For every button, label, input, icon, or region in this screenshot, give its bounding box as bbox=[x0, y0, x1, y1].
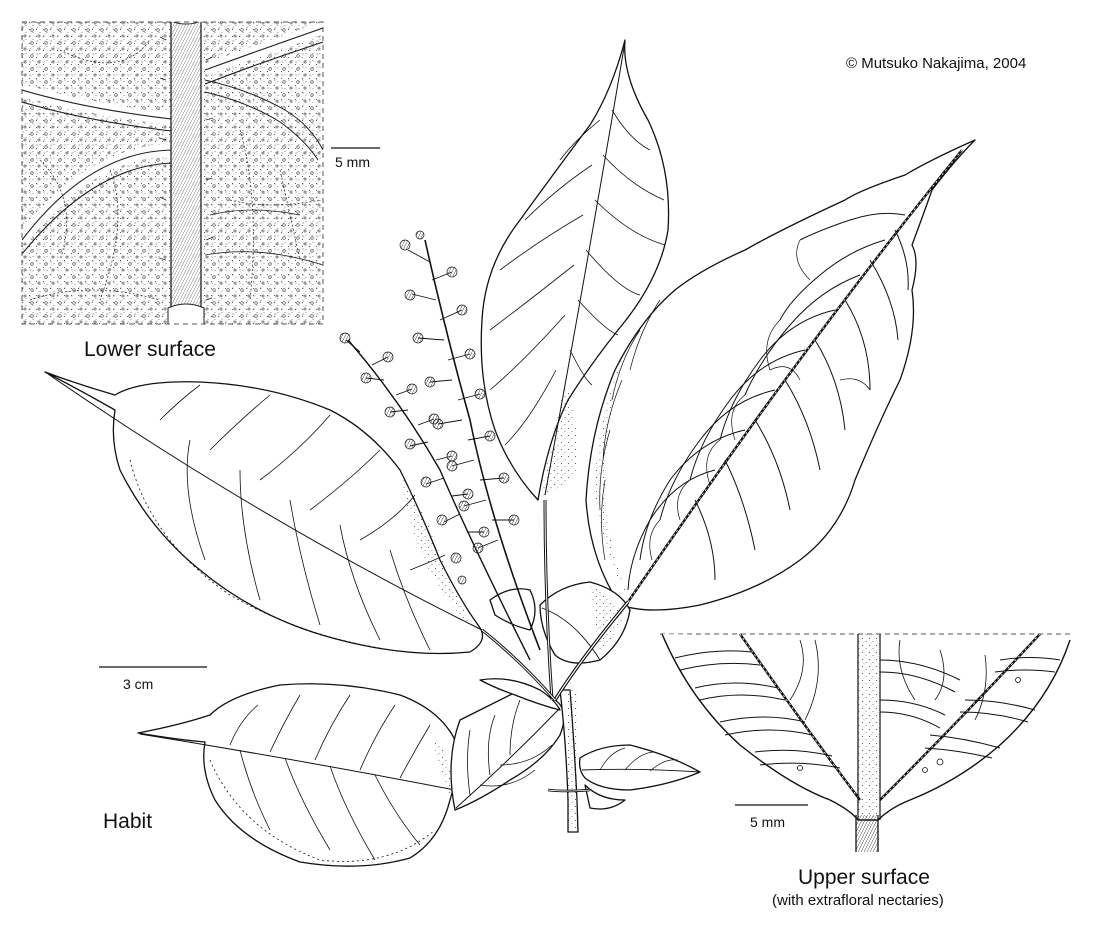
habit-label: Habit bbox=[103, 810, 153, 833]
habit-drawing bbox=[44, 39, 976, 867]
scale-label-lower: 5 mm bbox=[335, 154, 370, 170]
central-leaf bbox=[480, 39, 670, 501]
credit-text: © Mutsuko Nakajima, 2004 bbox=[846, 55, 1027, 72]
scale-label-habit: 3 cm bbox=[123, 676, 154, 692]
upper-surface-inset bbox=[660, 633, 1072, 852]
inflorescence bbox=[339, 230, 541, 661]
lower-surface-label: Lower surface bbox=[84, 338, 216, 361]
scale-label-upper: 5 mm bbox=[750, 814, 785, 830]
stems bbox=[481, 499, 630, 833]
left-leaf bbox=[44, 371, 484, 655]
right-leaf bbox=[585, 139, 976, 611]
upper-surface-label: Upper surface bbox=[798, 866, 930, 889]
lower-surface-inset bbox=[21, 21, 324, 325]
lower-left-leaf bbox=[137, 683, 458, 867]
upper-surface-sublabel: (with extrafloral nectaries) bbox=[772, 892, 944, 909]
small-leaves bbox=[450, 581, 701, 811]
